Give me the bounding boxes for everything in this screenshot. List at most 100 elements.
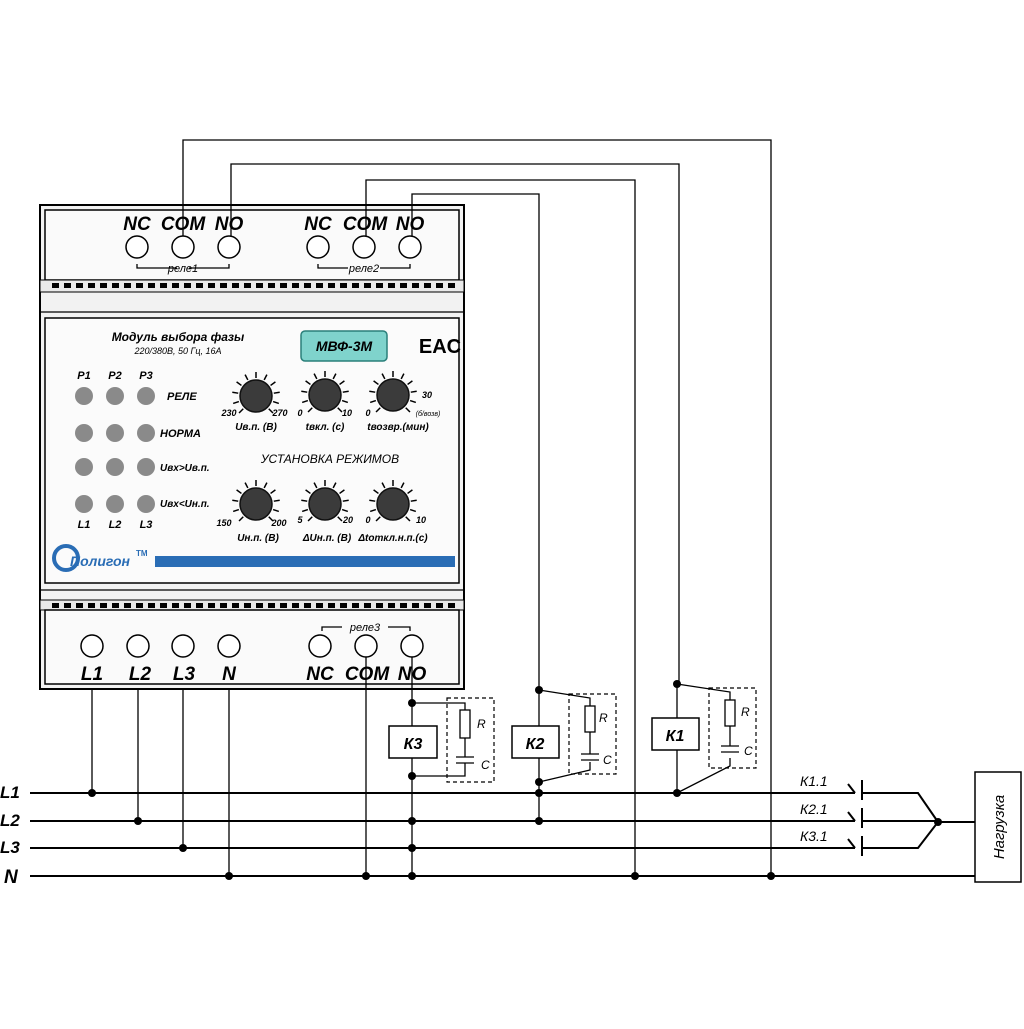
junction-dot — [535, 817, 543, 825]
vent-slot — [424, 283, 431, 288]
terminal-screw — [217, 634, 241, 658]
knob-max-label: 20 — [342, 515, 353, 525]
knob-tick — [301, 499, 308, 502]
status-led — [137, 424, 155, 442]
led-row-label: Uвх>Uв.п. — [160, 463, 210, 474]
knob-tick — [332, 482, 337, 489]
knob-label: Uв.п. (В) — [235, 422, 277, 433]
vent-slot — [112, 603, 119, 608]
vent-slot — [64, 283, 71, 288]
vent-slot — [88, 283, 95, 288]
adjust-knob — [301, 371, 349, 413]
vent-slot — [304, 283, 311, 288]
led-col-label: Р1 — [77, 370, 90, 382]
terminal-label-nc-relay2: NC — [304, 214, 332, 235]
vent-slot — [328, 603, 335, 608]
status-led — [137, 387, 155, 405]
terminal-screw — [217, 235, 241, 259]
vent-slot — [124, 603, 131, 608]
contactor-label-k1: К1 — [666, 728, 685, 745]
contactor-label-k3: К3 — [404, 736, 423, 753]
adjust-knob — [232, 480, 280, 522]
knob-tick — [410, 499, 417, 502]
vent-slot — [352, 603, 359, 608]
knob-tick — [375, 516, 381, 522]
knob-tick — [307, 516, 313, 522]
load-label: Нагрузка — [991, 795, 1008, 859]
knob-tick — [270, 381, 276, 387]
vent-slot — [268, 603, 275, 608]
terminal-label-no-relay1: NO — [215, 214, 244, 235]
knob-max-label: 10 — [342, 408, 352, 418]
junction-dot — [934, 818, 942, 826]
vent-slot — [364, 283, 371, 288]
vent-slot — [340, 283, 347, 288]
vent-slot — [388, 283, 395, 288]
junction-dots — [88, 680, 942, 880]
knob-tick — [409, 508, 417, 513]
knob-tick — [373, 380, 379, 386]
vent-slot — [124, 283, 131, 288]
knob-tick — [305, 489, 311, 495]
relay2-group-label: реле2 — [348, 263, 379, 275]
knob-tick — [232, 508, 240, 513]
knob-tick — [273, 391, 280, 394]
vent-slot — [100, 603, 107, 608]
led-col-label-bottom: L2 — [109, 519, 122, 531]
terminal-label-nc-relay1: NC — [123, 214, 151, 235]
vent-slot — [280, 283, 287, 288]
module-title: Модуль выбора фазы — [112, 330, 245, 344]
adjust-knob — [232, 372, 280, 414]
vent-slot — [220, 603, 227, 608]
vent-slot — [52, 283, 59, 288]
junction-dot — [179, 844, 187, 852]
module-face-panel: Модуль выбора фазы 220/380В, 50 Гц, 16А … — [52, 330, 461, 572]
top-terminal-block: NC COM NO NC COM NO реле1 реле2 — [123, 214, 424, 275]
knob-max-label: 30 — [422, 390, 432, 400]
knob-tick — [236, 489, 242, 495]
vent-slot — [448, 283, 455, 288]
vent-slot — [76, 603, 83, 608]
led-col-label: Р3 — [139, 370, 152, 382]
knob-label: Uн.п. (В) — [237, 533, 279, 544]
knob-tick — [236, 381, 242, 387]
knob-tick — [305, 380, 311, 386]
terminal-label-l3: L3 — [173, 664, 196, 685]
knob-min-label: 150 — [216, 518, 231, 528]
terminal-screw — [398, 235, 422, 259]
vent-slot — [196, 283, 203, 288]
terminal-screw — [171, 634, 195, 658]
vent-slot — [64, 603, 71, 608]
junction-dot — [408, 844, 416, 852]
vent-slot — [292, 283, 299, 288]
status-led — [106, 424, 124, 442]
junction-dot — [631, 872, 639, 880]
vent-slot — [400, 603, 407, 608]
vent-slot — [256, 603, 263, 608]
brand-tm: TM — [136, 549, 148, 558]
junction-dot — [673, 789, 681, 797]
terminal-label-l1: L1 — [81, 664, 103, 685]
line-label-l2: L2 — [0, 811, 20, 830]
vent-slot — [172, 603, 179, 608]
brand-logo: Полигон TM — [52, 544, 148, 572]
junction-dot — [673, 680, 681, 688]
knob-min-label: 230 — [220, 408, 236, 418]
contactor-label-k2: К2 — [526, 736, 545, 753]
terminal-label-com-relay3: COM — [345, 664, 391, 685]
vent-slot — [304, 603, 311, 608]
status-led — [137, 458, 155, 476]
knob-min-label: 5 — [297, 515, 303, 525]
supply-wires — [91, 689, 230, 876]
knob-tick — [339, 489, 345, 495]
knob-tick — [381, 373, 386, 380]
knob-max-label: 10 — [416, 515, 426, 525]
vent-slot — [400, 283, 407, 288]
junction-dot — [88, 789, 96, 797]
relay1-group-label: реле1 — [167, 263, 198, 275]
vent-slot — [184, 603, 191, 608]
knob-tick — [342, 390, 349, 393]
knob-label: tвкл. (с) — [306, 422, 345, 433]
contact-label-k11: К1.1 — [800, 773, 828, 789]
vent-slot — [76, 283, 83, 288]
